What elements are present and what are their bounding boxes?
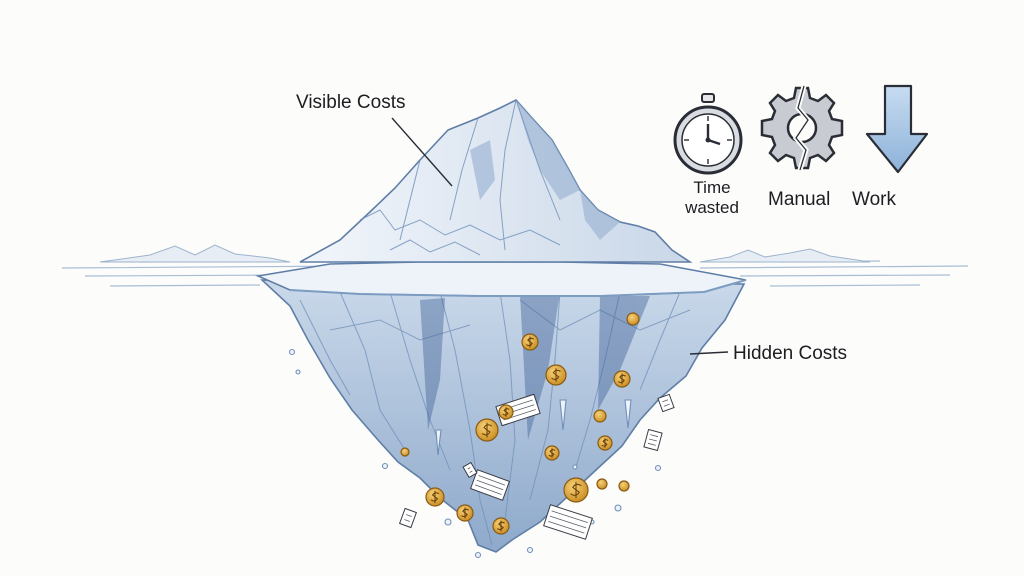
broken-gear-icon <box>760 85 844 171</box>
dollar-coin-icon <box>400 447 410 457</box>
dollar-coin-icon <box>626 312 640 326</box>
time-label-line1: Time <box>693 178 731 197</box>
visible-costs-pointer <box>391 117 453 187</box>
label-pointers <box>391 117 729 355</box>
ice-drips <box>288 348 662 559</box>
dollar-coin-icon <box>521 333 539 351</box>
dollar-coin-icon <box>475 418 499 442</box>
distant-mountains <box>99 244 871 263</box>
visible-costs-label: Visible Costs <box>296 92 406 113</box>
dollar-coin-icon <box>498 404 514 420</box>
dollar-coin-icon <box>563 477 589 503</box>
invoice-paper-icon <box>469 469 511 501</box>
dollar-coin-icon <box>492 517 510 535</box>
dollar-coin-icon <box>613 370 631 388</box>
down-arrow-icon <box>865 84 929 174</box>
dollar-coin-icon <box>618 480 630 492</box>
time-label-line2: wasted <box>685 198 739 217</box>
iceberg-peak <box>299 99 693 263</box>
work-label: Work <box>852 189 896 210</box>
invoice-paper-icon <box>462 461 478 479</box>
hidden-costs-label: Hidden Costs <box>733 343 848 364</box>
dollar-coin-icon <box>425 487 445 507</box>
dollar-coin-icon <box>596 478 608 490</box>
dollar-coin-icon <box>597 435 613 451</box>
manual-label: Manual <box>768 189 831 210</box>
invoice-paper-icon <box>543 504 593 540</box>
dollar-coin-icon <box>544 445 560 461</box>
dollar-coin-icon <box>545 364 567 386</box>
hidden-costs-pointer <box>689 351 729 355</box>
time-wasted-label: Time wasted <box>678 178 746 218</box>
dollar-coin-icon <box>593 409 607 423</box>
iceberg-waterline <box>255 261 747 297</box>
falling-coins <box>400 312 640 535</box>
invoice-paper-icon <box>398 507 418 529</box>
dollar-coin-icon <box>456 504 474 522</box>
invoice-paper-icon <box>643 428 663 452</box>
stopwatch-icon <box>673 93 743 175</box>
invoice-paper-icon <box>657 393 675 413</box>
